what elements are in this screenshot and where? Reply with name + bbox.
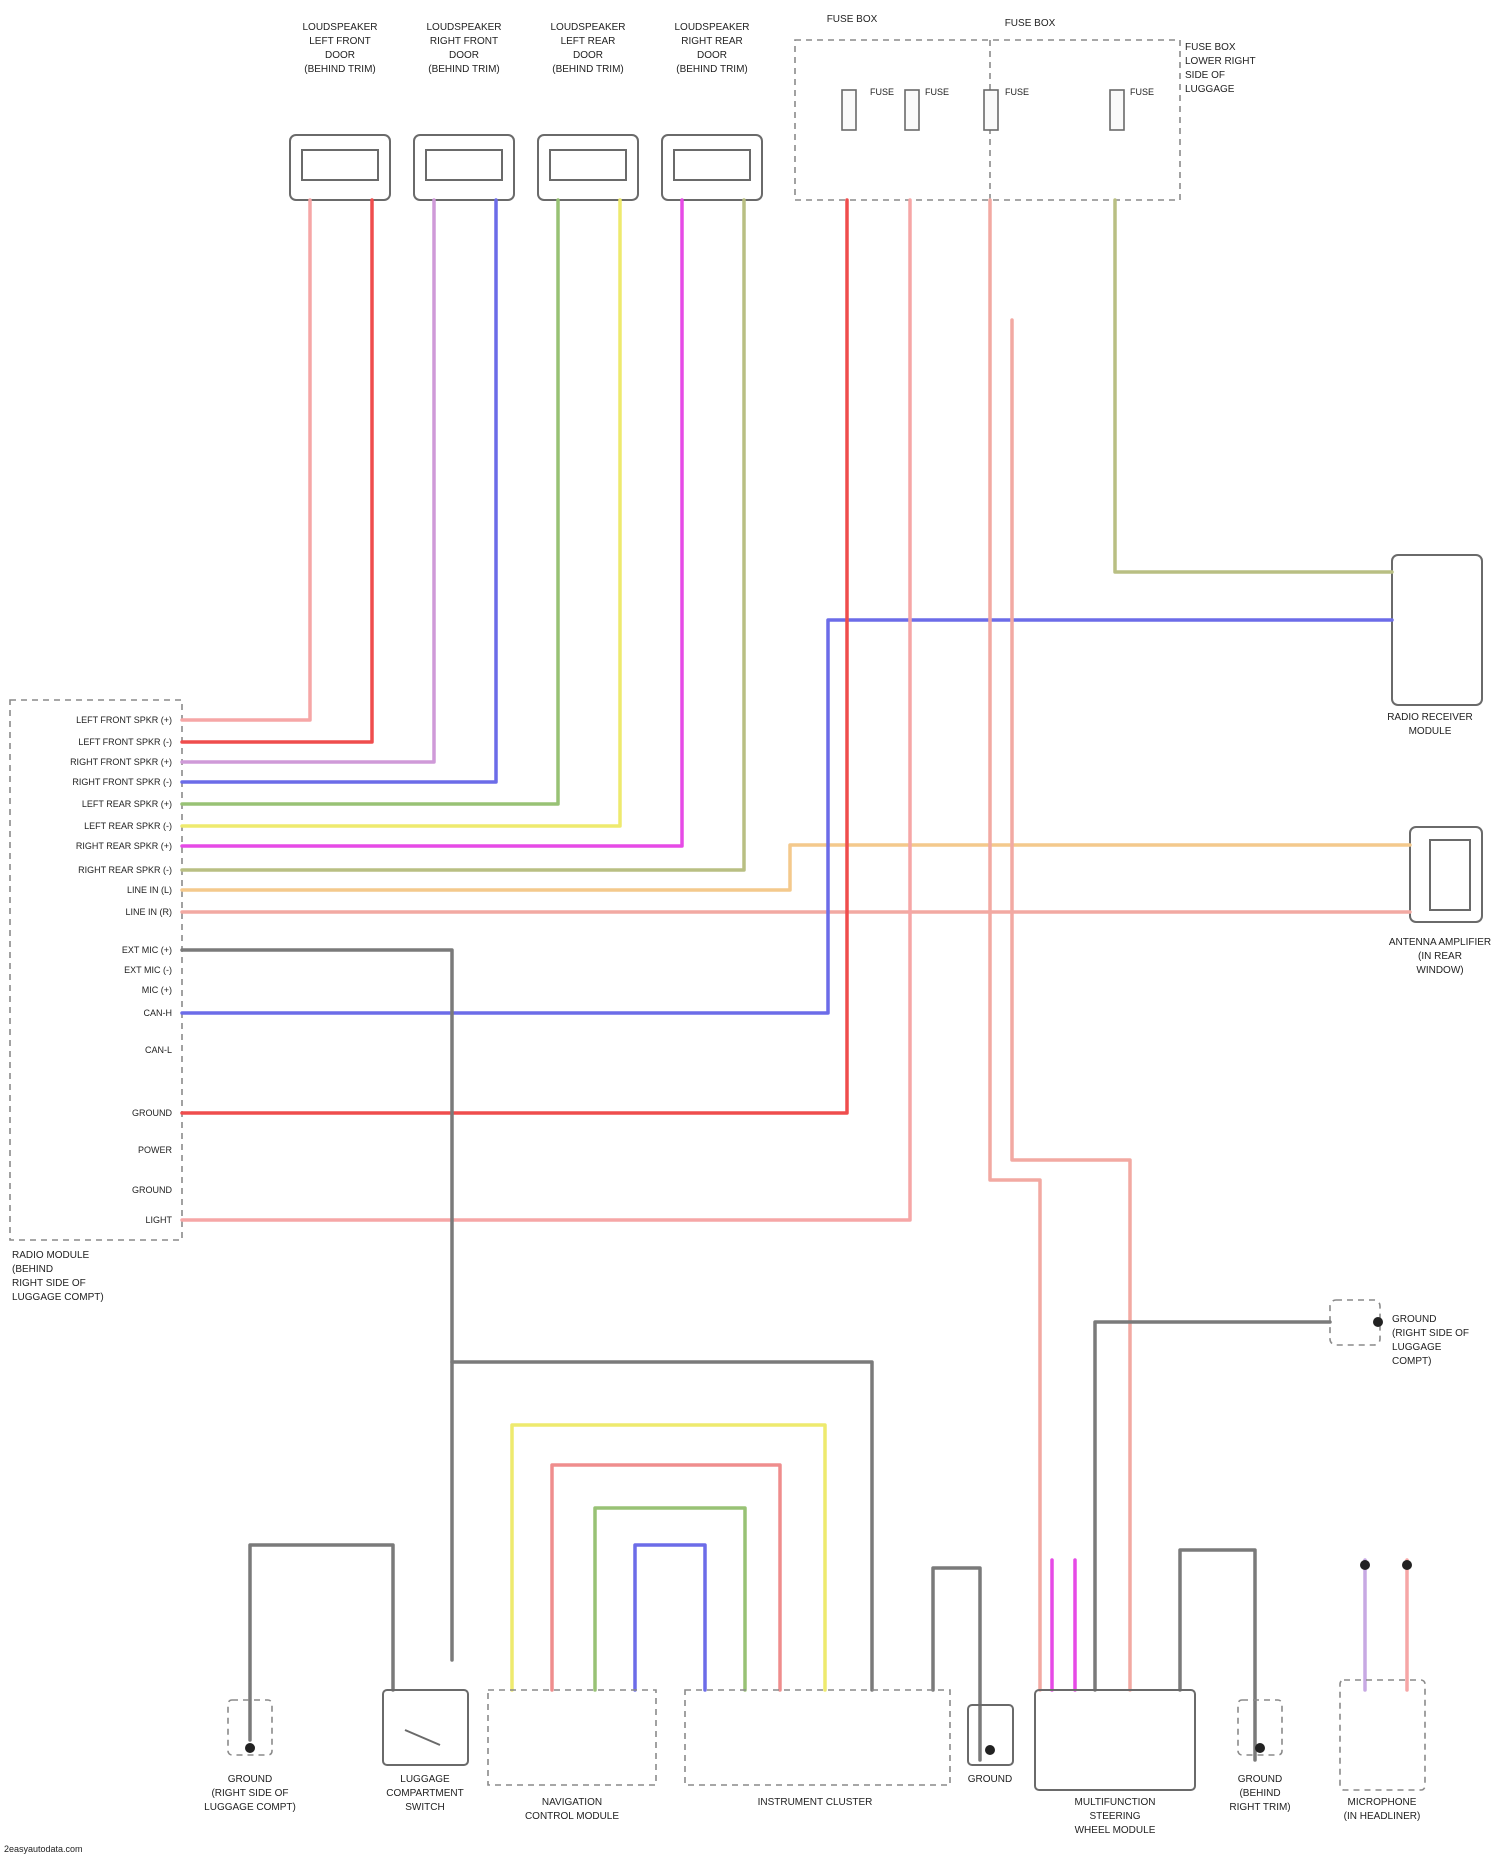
fuse-box: FUSE BOX FUSE BOX FUSE BOX LOWER RIGHT S… xyxy=(795,14,1256,200)
module-pin-label: RIGHT REAR SPKR (+) xyxy=(76,841,172,851)
svg-text:LUGGAGE: LUGGAGE xyxy=(400,1774,450,1785)
svg-text:NAVIGATION: NAVIGATION xyxy=(542,1797,602,1808)
svg-text:FUSE: FUSE xyxy=(925,87,949,97)
bottom-ground-3: GROUND (BEHIND RIGHT TRIM) xyxy=(1229,1700,1290,1813)
module-pin-label: LEFT FRONT SPKR (+) xyxy=(76,715,172,725)
svg-text:LEFT REAR: LEFT REAR xyxy=(561,36,616,47)
svg-text:FUSE: FUSE xyxy=(1130,87,1154,97)
svg-text:FUSE BOX: FUSE BOX xyxy=(827,14,878,25)
svg-text:COMPT): COMPT) xyxy=(1392,1356,1431,1367)
svg-text:DOOR: DOOR xyxy=(697,50,727,61)
svg-text:LUGGAGE: LUGGAGE xyxy=(1392,1342,1442,1353)
svg-text:LOUDSPEAKER: LOUDSPEAKER xyxy=(674,22,749,33)
instrument-cluster: INSTRUMENT CLUSTER xyxy=(685,1690,950,1808)
svg-text:RADIO RECEIVER: RADIO RECEIVER xyxy=(1387,712,1473,723)
svg-text:FUSE BOX: FUSE BOX xyxy=(1185,42,1236,53)
svg-text:LUGGAGE COMPT): LUGGAGE COMPT) xyxy=(204,1802,296,1813)
multifunction-steering-wheel-module: MULTIFUNCTION STEERING WHEEL MODULE xyxy=(1035,1690,1195,1836)
navigation-control-module: NAVIGATION CONTROL MODULE xyxy=(488,1690,656,1822)
module-pin-label: LEFT REAR SPKR (+) xyxy=(82,799,172,809)
svg-text:COMPARTMENT: COMPARTMENT xyxy=(386,1788,463,1799)
speaker-wires xyxy=(182,200,1410,1760)
bottom-ground-2: GROUND xyxy=(968,1705,1013,1785)
svg-text:MODULE: MODULE xyxy=(1409,726,1452,737)
connector-right-rear-speaker: LOUDSPEAKER RIGHT REAR DOOR (BEHIND TRIM… xyxy=(662,22,762,200)
module-pin-label: RIGHT FRONT SPKR (-) xyxy=(72,777,172,787)
ground-right-luggage: GROUND (RIGHT SIDE OF LUGGAGE COMPT) xyxy=(1330,1300,1469,1367)
module-pin-label: GROUND xyxy=(132,1108,172,1118)
module-pin-label: EXT MIC (-) xyxy=(124,965,172,975)
luggage-compartment-switch: LUGGAGE COMPARTMENT SWITCH xyxy=(383,1690,468,1813)
svg-text:SWITCH: SWITCH xyxy=(405,1802,444,1813)
svg-text:FUSE: FUSE xyxy=(1005,87,1029,97)
svg-text:GROUND: GROUND xyxy=(1238,1774,1282,1785)
svg-text:(BEHIND TRIM): (BEHIND TRIM) xyxy=(552,64,623,75)
connector-left-rear-speaker: LOUDSPEAKER LEFT REAR DOOR (BEHIND TRIM) xyxy=(538,22,638,200)
svg-text:RIGHT SIDE OF: RIGHT SIDE OF xyxy=(12,1278,86,1289)
svg-text:DOOR: DOOR xyxy=(449,50,479,61)
radio-module: LEFT FRONT SPKR (+) LEFT FRONT SPKR (-) RI… xyxy=(10,700,182,1303)
svg-text:SIDE OF: SIDE OF xyxy=(1185,70,1225,81)
module-pin-label: LIGHT xyxy=(145,1215,172,1225)
module-pin-label: CAN-L xyxy=(145,1045,172,1055)
module-pin-label: LEFT FRONT SPKR (-) xyxy=(78,737,172,747)
svg-text:LOWER RIGHT: LOWER RIGHT xyxy=(1185,56,1256,67)
module-pin-label: LINE IN (R) xyxy=(125,907,172,917)
svg-text:(BEHIND: (BEHIND xyxy=(12,1264,53,1275)
svg-text:(BEHIND: (BEHIND xyxy=(1239,1788,1280,1799)
module-pin-label: MIC (+) xyxy=(142,985,172,995)
svg-text:WHEEL MODULE: WHEEL MODULE xyxy=(1075,1825,1156,1836)
microphone: MICROPHONE (IN HEADLINER) xyxy=(1340,1560,1425,1822)
svg-text:(BEHIND TRIM): (BEHIND TRIM) xyxy=(304,64,375,75)
svg-text:LUGGAGE: LUGGAGE xyxy=(1185,84,1235,95)
module-pin-label: RIGHT REAR SPKR (-) xyxy=(78,865,172,875)
svg-text:MULTIFUNCTION: MULTIFUNCTION xyxy=(1075,1797,1156,1808)
svg-text:INSTRUMENT CLUSTER: INSTRUMENT CLUSTER xyxy=(758,1797,873,1808)
svg-text:(BEHIND TRIM): (BEHIND TRIM) xyxy=(428,64,499,75)
svg-text:MICROPHONE: MICROPHONE xyxy=(1348,1797,1417,1808)
svg-text:DOOR: DOOR xyxy=(325,50,355,61)
antenna-amplifier: ANTENNA AMPLIFIER (IN REAR WINDOW) xyxy=(1389,827,1491,976)
svg-text:GROUND: GROUND xyxy=(968,1774,1012,1785)
svg-text:LUGGAGE COMPT): LUGGAGE COMPT) xyxy=(12,1292,104,1303)
connector-left-front-speaker: LOUDSPEAKER LEFT FRONT DOOR (BEHIND TRIM… xyxy=(290,22,390,200)
svg-text:LEFT FRONT: LEFT FRONT xyxy=(309,36,370,47)
svg-text:STEERING: STEERING xyxy=(1089,1811,1140,1822)
svg-text:(BEHIND TRIM): (BEHIND TRIM) xyxy=(676,64,747,75)
connector-right-front-speaker: LOUDSPEAKER RIGHT FRONT DOOR (BEHIND TRI… xyxy=(414,22,514,200)
svg-text:LOUDSPEAKER: LOUDSPEAKER xyxy=(426,22,501,33)
module-pin-label: LINE IN (L) xyxy=(127,885,172,895)
svg-text:(RIGHT SIDE OF: (RIGHT SIDE OF xyxy=(1392,1328,1469,1339)
module-pin-label: LEFT REAR SPKR (-) xyxy=(84,821,172,831)
svg-text:FUSE: FUSE xyxy=(870,87,894,97)
svg-text:DOOR: DOOR xyxy=(573,50,603,61)
module-pin-label: POWER xyxy=(138,1145,173,1155)
svg-text:RADIO MODULE: RADIO MODULE xyxy=(12,1250,90,1261)
module-pin-label: EXT MIC (+) xyxy=(122,945,172,955)
svg-text:RIGHT FRONT: RIGHT FRONT xyxy=(430,36,498,47)
radio-receiver-module: RADIO RECEIVER MODULE xyxy=(1387,555,1482,737)
svg-text:LOUDSPEAKER: LOUDSPEAKER xyxy=(550,22,625,33)
svg-text:RIGHT TRIM): RIGHT TRIM) xyxy=(1229,1802,1290,1813)
svg-text:(IN REAR: (IN REAR xyxy=(1418,951,1462,962)
module-pin-label: GROUND xyxy=(132,1185,172,1195)
svg-text:CONTROL MODULE: CONTROL MODULE xyxy=(525,1811,619,1822)
svg-text:GROUND: GROUND xyxy=(1392,1314,1436,1325)
svg-text:WINDOW): WINDOW) xyxy=(1416,965,1463,976)
svg-text:FUSE BOX: FUSE BOX xyxy=(1005,18,1056,29)
svg-text:ANTENNA AMPLIFIER: ANTENNA AMPLIFIER xyxy=(1389,937,1491,948)
svg-text:GROUND: GROUND xyxy=(228,1774,272,1785)
svg-text:LOUDSPEAKER: LOUDSPEAKER xyxy=(302,22,377,33)
svg-text:(IN HEADLINER): (IN HEADLINER) xyxy=(1344,1811,1421,1822)
svg-text:RIGHT REAR: RIGHT REAR xyxy=(681,36,743,47)
footer-credit: 2easyautodata.com xyxy=(4,1844,83,1854)
svg-text:(RIGHT SIDE OF: (RIGHT SIDE OF xyxy=(211,1788,288,1799)
module-pin-label: CAN-H xyxy=(144,1008,173,1018)
module-pin-label: RIGHT FRONT SPKR (+) xyxy=(70,757,172,767)
